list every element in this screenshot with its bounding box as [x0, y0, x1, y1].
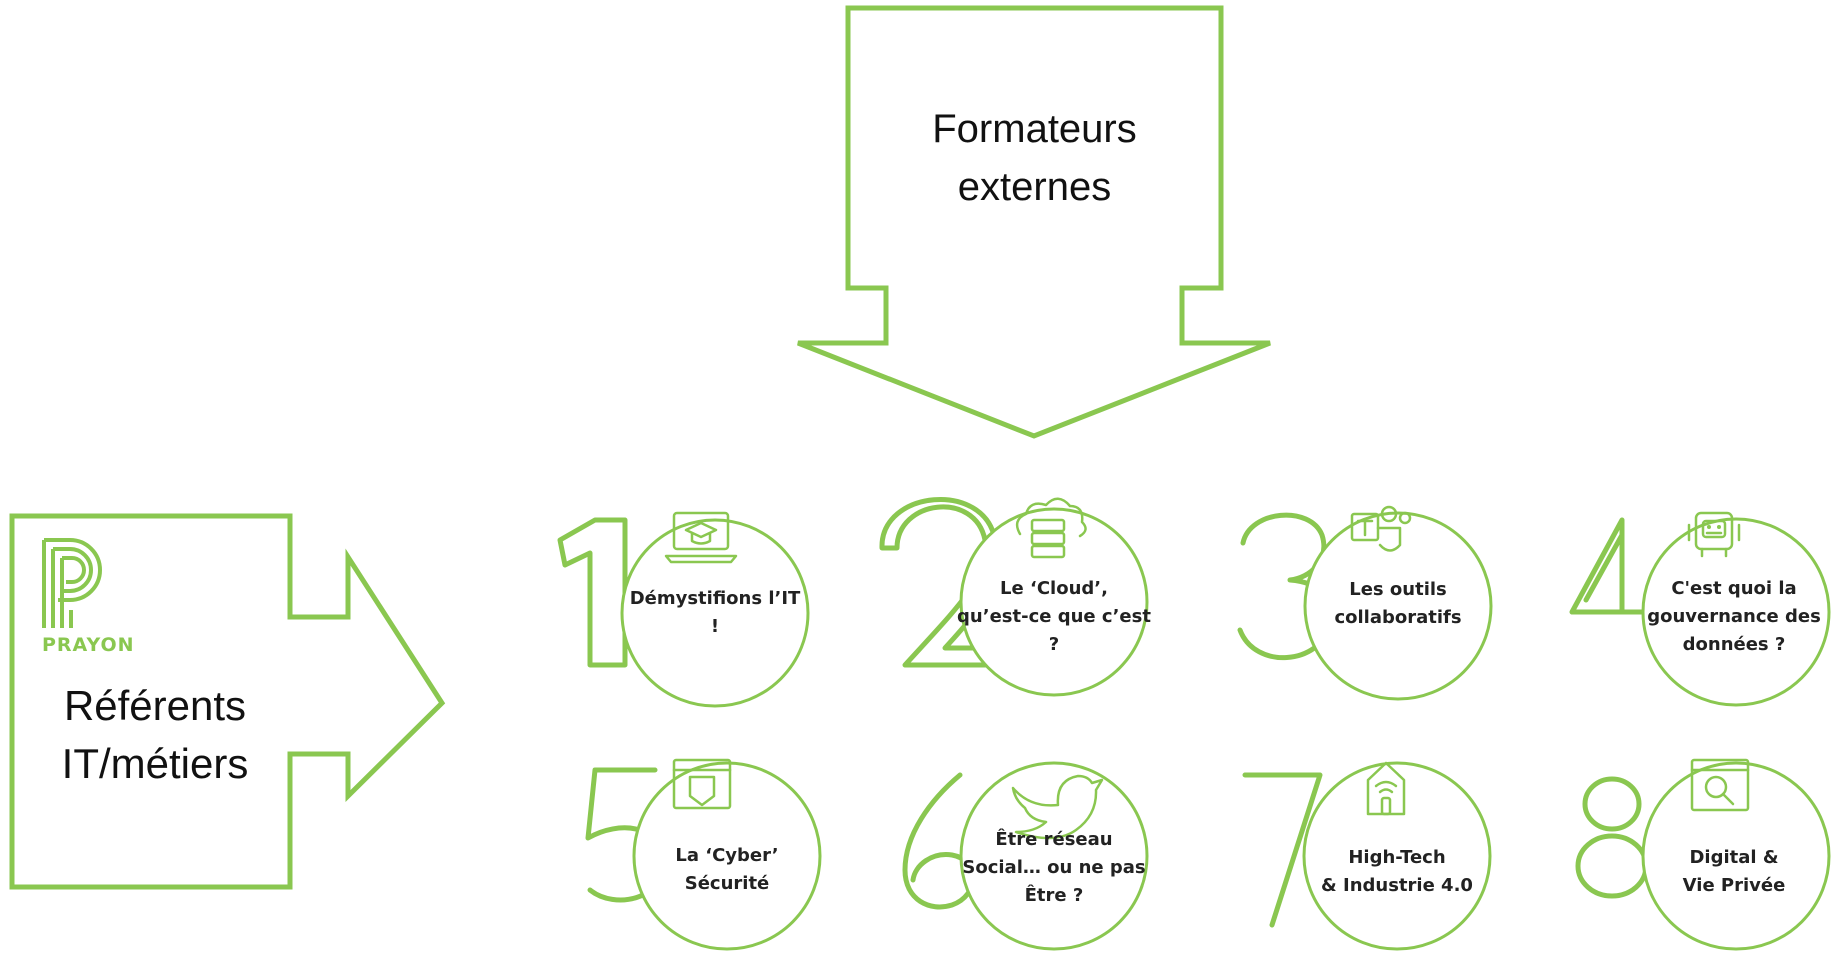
browser-shield-icon	[672, 758, 732, 810]
left-box-line-1: Référents	[63, 682, 247, 729]
top-box-line-1: Formateurs	[932, 107, 1137, 151]
number-1-shape	[557, 517, 628, 668]
robot-icon	[1687, 511, 1741, 558]
teams-icon	[1350, 505, 1412, 552]
left-box-label: Référents IT/métiers	[20, 677, 290, 793]
module-7-label: High-Tech & Industrie 4.0	[1321, 847, 1473, 896]
module-5-label: La ‘Cyber’ Sécurité	[675, 845, 779, 894]
module-2-label: Le ‘Cloud’, qu’est-ce que c’est ?	[957, 578, 1151, 655]
module-5-circle	[632, 761, 822, 951]
module-8[interactable]	[1575, 758, 1831, 951]
module-6-label: Être réseau Social… ou ne pas Être ?	[962, 829, 1146, 906]
left-box-line-2: IT/métiers	[61, 740, 249, 787]
module-4[interactable]	[1569, 511, 1831, 707]
top-box-line-2: externes	[957, 165, 1112, 209]
module-3-label: Les outils collaboratifs	[1334, 579, 1462, 628]
module-8-circle	[1641, 761, 1831, 951]
prayon-logo-text: PRAYON	[42, 634, 135, 656]
prayon-logo-icon	[42, 538, 102, 628]
module-3[interactable]	[1237, 505, 1493, 701]
laptop-graduation-icon	[664, 511, 738, 564]
module-2-circle	[959, 507, 1149, 697]
module-3-circle	[1303, 511, 1493, 701]
number-6-shape	[902, 772, 976, 910]
number-3-shape	[1237, 512, 1334, 661]
module-8-label: Digital & Vie Privée	[1682, 847, 1786, 896]
smart-home-wifi-icon	[1366, 761, 1406, 816]
number-4-shape	[1569, 517, 1660, 615]
module-6-circle	[959, 761, 1149, 951]
browser-search-icon	[1690, 758, 1750, 812]
number-8-top	[1582, 776, 1642, 832]
module-7-circle	[1302, 761, 1492, 951]
number-7-shape	[1242, 772, 1323, 928]
module-2[interactable]	[879, 497, 1149, 697]
module-4-circle	[1641, 517, 1831, 707]
module-5[interactable]	[585, 758, 822, 951]
left-right-arrow	[9, 513, 446, 890]
cloud-server-icon	[1015, 497, 1087, 559]
module-6[interactable]	[902, 761, 1149, 951]
module-1-circle	[620, 518, 810, 708]
top-down-arrow	[797, 5, 1271, 439]
top-box-label: Formateurs externes	[848, 100, 1221, 216]
module-4-label: C'est quoi la gouvernance des données ?	[1647, 578, 1821, 655]
twitter-bird-icon	[1011, 774, 1104, 840]
module-7[interactable]	[1242, 761, 1492, 951]
module-1-label: Démystifions l’IT !	[629, 588, 801, 637]
module-1[interactable]	[557, 511, 810, 708]
